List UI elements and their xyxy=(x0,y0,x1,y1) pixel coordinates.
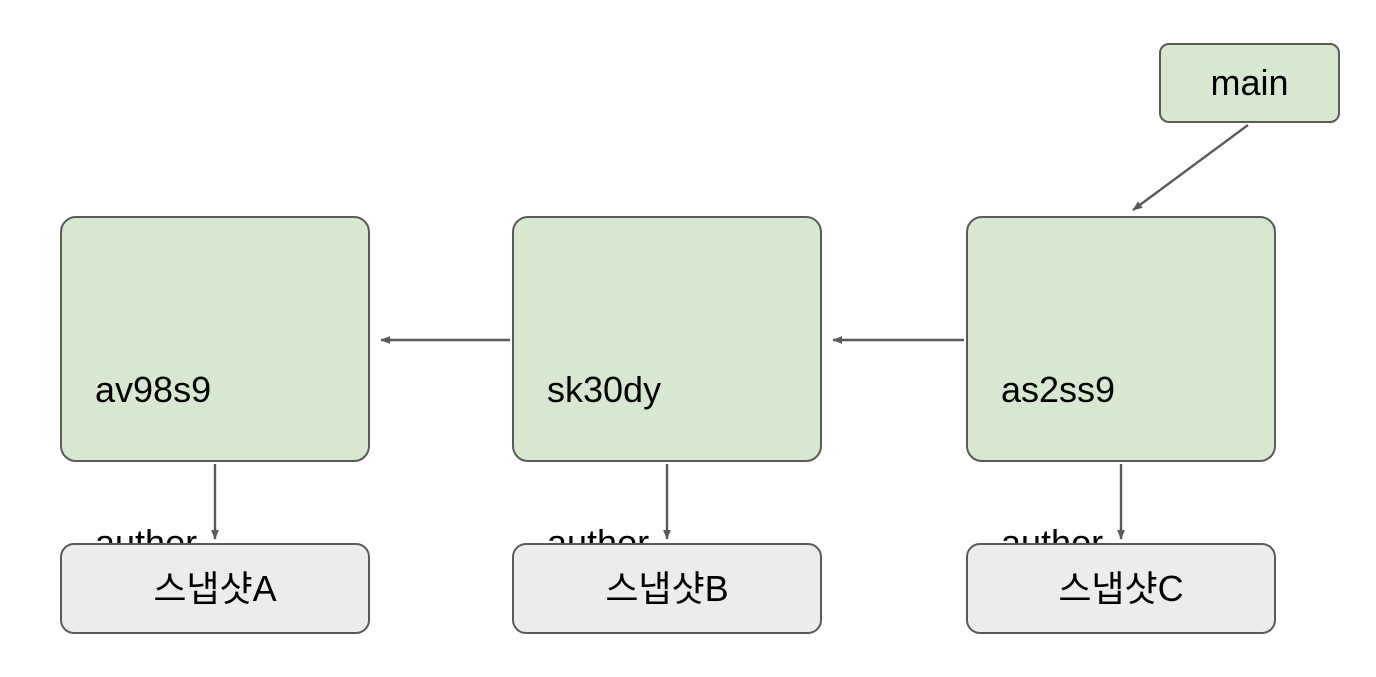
snapshot-node-a[interactable]: 스냅샷A xyxy=(60,543,370,634)
snapshot-label: 스냅샷A xyxy=(153,567,277,609)
commit-node-av98s9[interactable]: av98s9 author committer xyxy=(60,216,370,677)
snapshot-node-c[interactable]: 스냅샷C xyxy=(966,543,1276,634)
commit-hash: as2ss9 xyxy=(1001,369,1116,410)
commit-committer-label: committer xyxy=(1001,670,1159,677)
branch-label: main xyxy=(1210,62,1289,103)
commit-hash: av98s9 xyxy=(95,369,212,410)
snapshot-label: 스냅샷C xyxy=(1058,567,1184,609)
commit-committer-label: committer xyxy=(547,670,705,677)
commit-hash: sk30dy xyxy=(547,369,662,410)
commit-committer-label: committer xyxy=(95,670,253,677)
edge-main-to-as2ss9 xyxy=(1132,124,1249,211)
snapshot-label: 스냅샷B xyxy=(605,567,729,609)
snapshot-node-b[interactable]: 스냅샷B xyxy=(512,543,822,634)
branch-node-main[interactable]: main xyxy=(1159,43,1340,123)
commit-node-sk30dy[interactable]: sk30dy author committer xyxy=(512,216,822,677)
commit-node-as2ss9[interactable]: as2ss9 author committer xyxy=(966,216,1276,677)
